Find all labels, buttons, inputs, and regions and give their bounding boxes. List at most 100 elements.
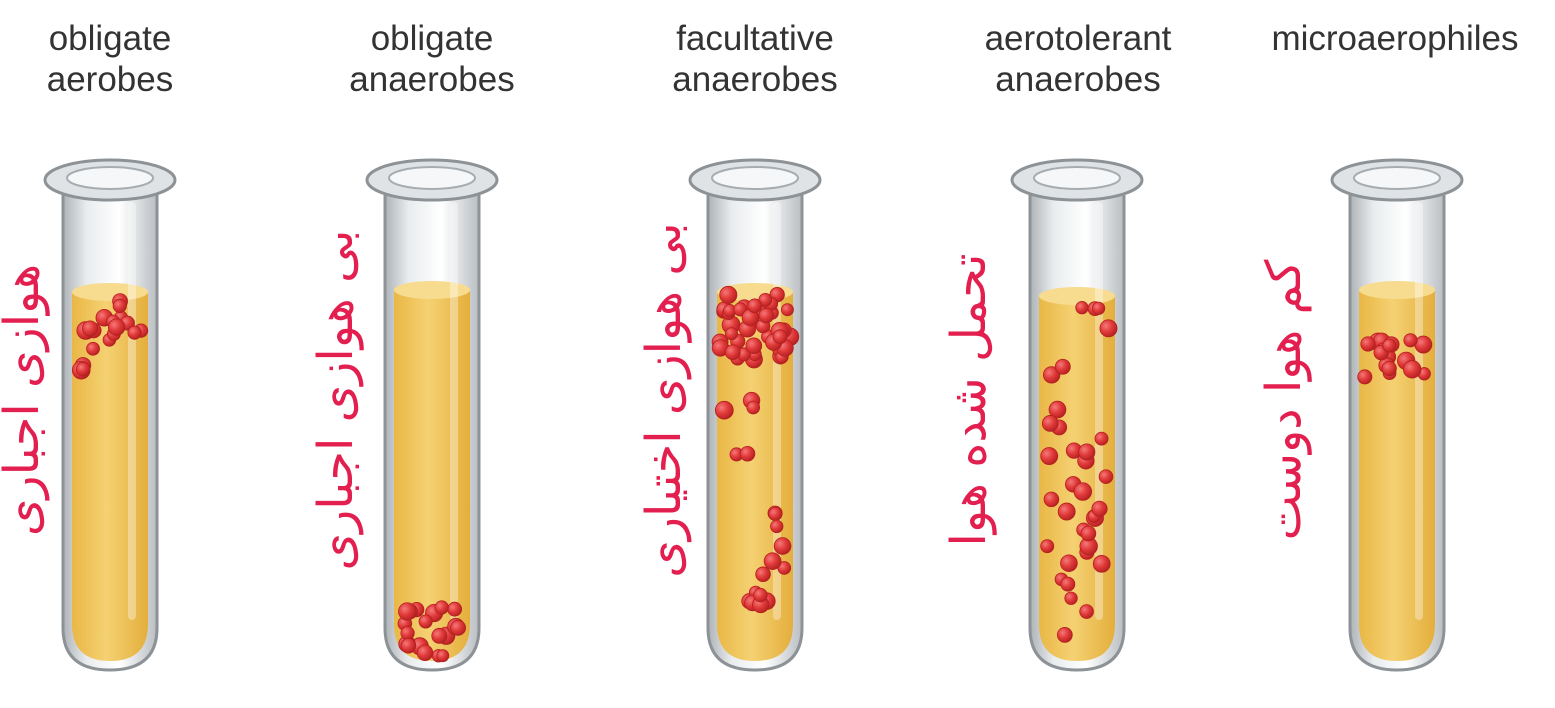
bacteria-colony — [398, 602, 417, 621]
bacteria-colony — [1064, 591, 1078, 605]
bacteria-colony — [1414, 335, 1433, 354]
medium-surface — [1359, 281, 1435, 299]
bacteria-colony — [1357, 369, 1373, 385]
bacteria-colony — [747, 298, 763, 314]
bacteria-colony — [763, 552, 782, 570]
bacteria-colony — [724, 327, 739, 341]
tube-label-line1: obligate — [370, 19, 494, 58]
bacteria-colony — [1042, 366, 1061, 384]
bacteria-colony — [416, 644, 434, 662]
bacteria-colony — [1092, 554, 1111, 573]
tube-label-facultative-anaerobes: facultative anaerobes — [605, 18, 905, 100]
bacteria-colony — [1043, 491, 1060, 508]
bacteria-colony — [418, 614, 433, 629]
bacteria-colony — [86, 341, 100, 356]
bacteria-colony — [753, 587, 768, 603]
test-tube — [1010, 158, 1144, 672]
bacteria-colony — [1403, 333, 1418, 348]
bacteria-colony — [768, 506, 783, 522]
bacteria-colony — [1060, 554, 1078, 572]
bacteria-colony — [714, 400, 734, 420]
test-tube — [688, 158, 822, 672]
bacteria-colony — [1075, 301, 1089, 315]
bacteria-colony — [1040, 539, 1055, 554]
bacteria-colony — [1057, 502, 1076, 521]
bacteria-colony — [773, 537, 792, 555]
handwritten-annotation: کم هوا دوست — [1256, 260, 1312, 541]
tube-opening — [711, 166, 799, 190]
bacteria-colony — [1403, 360, 1422, 379]
bacteria-colony — [400, 638, 417, 654]
tube-opening — [66, 166, 154, 190]
test-tube — [1330, 158, 1464, 672]
bacteria-colony — [436, 649, 450, 663]
bacteria-colony — [772, 329, 788, 345]
medium-surface — [394, 281, 470, 299]
glass-highlight — [128, 202, 136, 620]
test-tube — [43, 158, 177, 672]
bacteria-colony — [1382, 338, 1397, 353]
bacteria-colony — [450, 619, 466, 636]
bacteria-colony — [770, 519, 784, 534]
bacteria-colony — [1040, 447, 1059, 465]
bacteria-colony — [739, 445, 756, 462]
bacteria-colony — [758, 307, 775, 324]
handwritten-annotation: بی هوازی اجباری — [308, 230, 364, 571]
tube-opening — [1353, 166, 1441, 190]
tube-label-line1: facultative — [676, 19, 834, 58]
tube-label-line2: anaerobes — [672, 60, 838, 99]
bacteria-colony — [1054, 358, 1071, 375]
bacteria-colony — [724, 344, 741, 361]
medium-surface — [72, 283, 148, 301]
bacteria-colony — [82, 320, 99, 337]
growth-medium — [72, 292, 148, 661]
handwritten-annotation: تحمل شده هوا — [941, 254, 997, 547]
bacteria-colony — [112, 298, 127, 313]
glass-highlight — [1415, 202, 1423, 620]
test-tube — [365, 158, 499, 672]
bacteria-colony — [1078, 443, 1096, 461]
bacteria-colony — [1060, 576, 1076, 592]
bacteria-colony — [1381, 360, 1397, 377]
tube-label-line1: aerotolerant — [984, 19, 1172, 58]
bacteria-colony — [107, 318, 126, 336]
tube-label-line2: microaerophiles — [1271, 19, 1519, 58]
bacteria-colony — [447, 601, 463, 617]
bacteria-colony — [1048, 400, 1067, 419]
bacteria-colony — [434, 600, 449, 615]
tube-label-microaerophiles: microaerophiles — [1245, 18, 1545, 59]
bacteria-colony — [719, 285, 738, 304]
bacteria-colony — [1073, 482, 1093, 501]
glass-highlight — [450, 202, 458, 620]
bacteria-colony — [1080, 525, 1097, 542]
tube-label-line1: obligate — [48, 19, 172, 58]
handwritten-annotation: بی هوازی اختیاری — [636, 222, 692, 577]
bacteria-colony — [755, 566, 771, 583]
tube-label-aerotolerant-anaerobes: aerotolerant anaerobes — [928, 18, 1228, 100]
tube-label-line2: anaerobes — [995, 60, 1161, 99]
bacteria-colony — [1079, 604, 1094, 619]
tube-opening — [388, 166, 476, 190]
tube-opening — [1033, 166, 1121, 190]
bacteria-colony — [1094, 431, 1109, 446]
bacteria-colony — [1092, 301, 1106, 315]
tube-label-obligate-anaerobes: obligate anaerobes — [282, 18, 582, 100]
bacteria-colony — [746, 400, 761, 415]
bacteria-colony — [127, 325, 142, 340]
bacteria-colony — [400, 626, 415, 641]
bacteria-colony — [75, 361, 91, 377]
bacteria-colony — [1041, 415, 1059, 432]
bacteria-colony — [745, 337, 763, 355]
growth-medium — [394, 290, 470, 661]
bacteria-colony — [431, 627, 448, 644]
bacteria-colony — [781, 303, 794, 317]
bacteria-colony — [1056, 627, 1073, 643]
tube-label-line2: anaerobes — [349, 60, 515, 99]
bacteria-colony — [1091, 500, 1108, 517]
tube-label-line2: aerobes — [46, 60, 174, 99]
tube-label-obligate-aerobes: obligate aerobes — [0, 18, 260, 100]
growth-medium — [1359, 290, 1435, 661]
bacteria-colony — [1099, 319, 1118, 338]
medium-surface — [1039, 287, 1115, 305]
